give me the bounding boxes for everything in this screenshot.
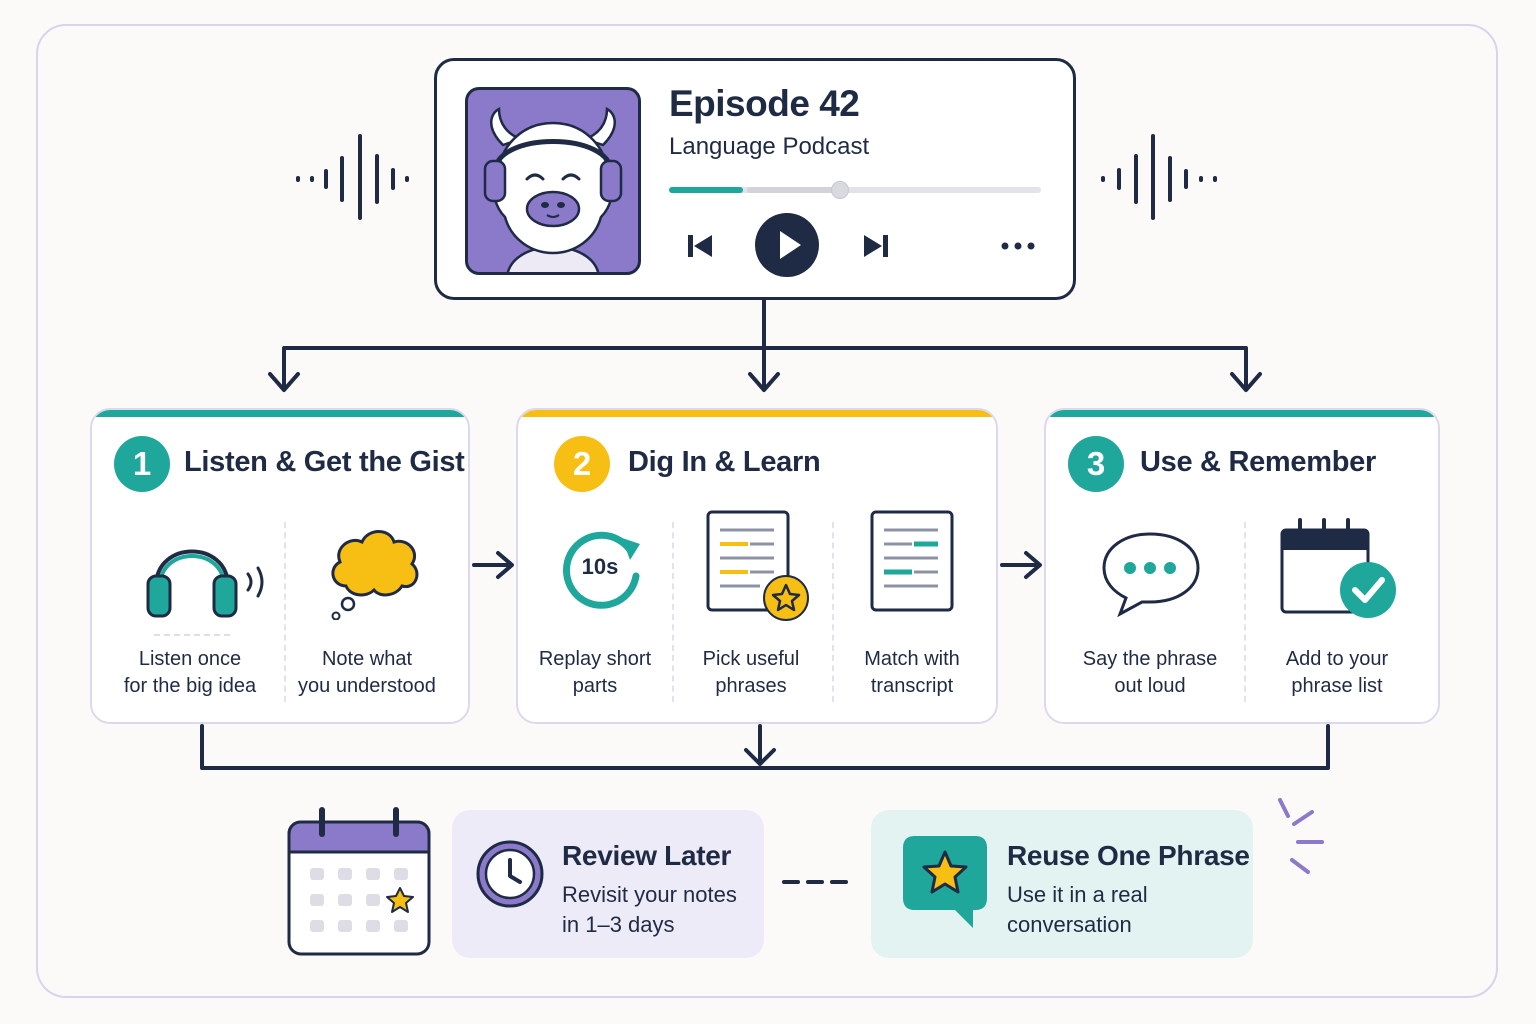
step-divider	[1244, 522, 1246, 702]
step-caption-note-understood: Note what you understood	[298, 648, 436, 697]
step-caption-pick-phrases: Pick useful phrases	[702, 648, 800, 697]
progress-fill	[669, 187, 744, 193]
step-caption-match-transcript: Match with transcript	[864, 648, 960, 697]
step-divider	[284, 522, 286, 702]
podcast-name: Language Podcast	[669, 133, 870, 160]
play-button[interactable]	[755, 213, 819, 277]
arrow-stage-2-to-3	[1000, 551, 1042, 579]
replay-10s-icon: 10s	[558, 524, 648, 614]
calendar-check-icon	[1280, 518, 1396, 618]
review-later-title: Review Later	[562, 840, 732, 871]
connector-merge-down	[744, 724, 776, 766]
headphones-icon	[146, 549, 264, 618]
stage-card-dig-in: 2 Dig In & Learn 10s Replay short parts …	[516, 408, 998, 724]
play-icon	[780, 231, 801, 259]
arrowhead-stage-3	[1230, 372, 1262, 392]
stage-accent-bar	[1046, 410, 1438, 417]
stage-number-badge: 1	[114, 436, 170, 492]
soundwave-left-icon	[296, 134, 409, 220]
connector-branch	[282, 346, 1248, 388]
stage-accent-bar	[92, 410, 468, 417]
star-chat-icon	[903, 836, 987, 928]
more-horizontal-icon[interactable]	[999, 237, 1039, 255]
cover-art	[465, 87, 641, 275]
progress-buffer	[747, 187, 843, 193]
stage-accent-bar	[518, 410, 996, 417]
reuse-phrase-text: Use it in a real conversation	[1007, 882, 1148, 937]
clock-icon	[476, 840, 544, 908]
review-later-text: Revisit your notes in 1–3 days	[562, 882, 737, 937]
stage-number-badge: 2	[554, 436, 610, 492]
step-caption-say-phrase: Say the phrase out loud	[1082, 648, 1218, 697]
sparkle-lines-icon	[1278, 798, 1324, 874]
bison-headphones-mascot-icon	[483, 106, 623, 272]
arrow-stage-1-to-2	[472, 551, 514, 579]
step-caption-add-phrase-list: Add to your phrase list	[1285, 648, 1389, 697]
connector-merge	[200, 724, 1330, 770]
transcript-icon	[870, 510, 954, 612]
calendar-star-icon	[287, 807, 431, 956]
replay-seconds-label: 10s	[581, 554, 619, 579]
podcast-player: Episode 42 Language Podcast	[434, 58, 1076, 300]
progress-scrubber-handle[interactable]	[831, 181, 849, 199]
speech-bubble-icon	[1102, 532, 1200, 618]
reuse-phrase-card: Reuse One Phrase Use it in a real conver…	[871, 810, 1253, 958]
step-divider	[672, 522, 674, 702]
arrowhead-stage-1	[268, 372, 300, 392]
step-underline	[154, 634, 230, 636]
step-caption-listen-once: Listen once for the big idea	[123, 648, 257, 697]
notes-star-icon	[706, 510, 809, 621]
reuse-phrase-title: Reuse One Phrase	[1007, 840, 1250, 871]
stage-title: Dig In & Learn	[628, 446, 821, 478]
soundwave-right-icon	[1101, 134, 1217, 220]
step-caption-replay: Replay short parts	[538, 648, 652, 697]
stage-card-listen: 1 Listen & Get the Gist Listen once for …	[90, 408, 470, 724]
stage-number-badge: 3	[1068, 436, 1124, 492]
step-divider	[832, 522, 834, 702]
stage-card-use-remember: 3 Use & Remember Say the phrase out loud…	[1044, 408, 1440, 724]
stage-title: Listen & Get the Gist	[184, 446, 465, 478]
review-later-card: Review Later Revisit your notes in 1–3 d…	[452, 810, 764, 958]
skip-next-icon[interactable]	[861, 231, 891, 261]
stage-title: Use & Remember	[1140, 446, 1376, 478]
arrowhead-stage-2	[748, 372, 780, 392]
skip-previous-icon[interactable]	[685, 231, 715, 261]
thought-bubble-icon	[331, 530, 419, 620]
progress-track[interactable]	[669, 181, 1041, 199]
episode-title: Episode 42	[669, 83, 860, 124]
